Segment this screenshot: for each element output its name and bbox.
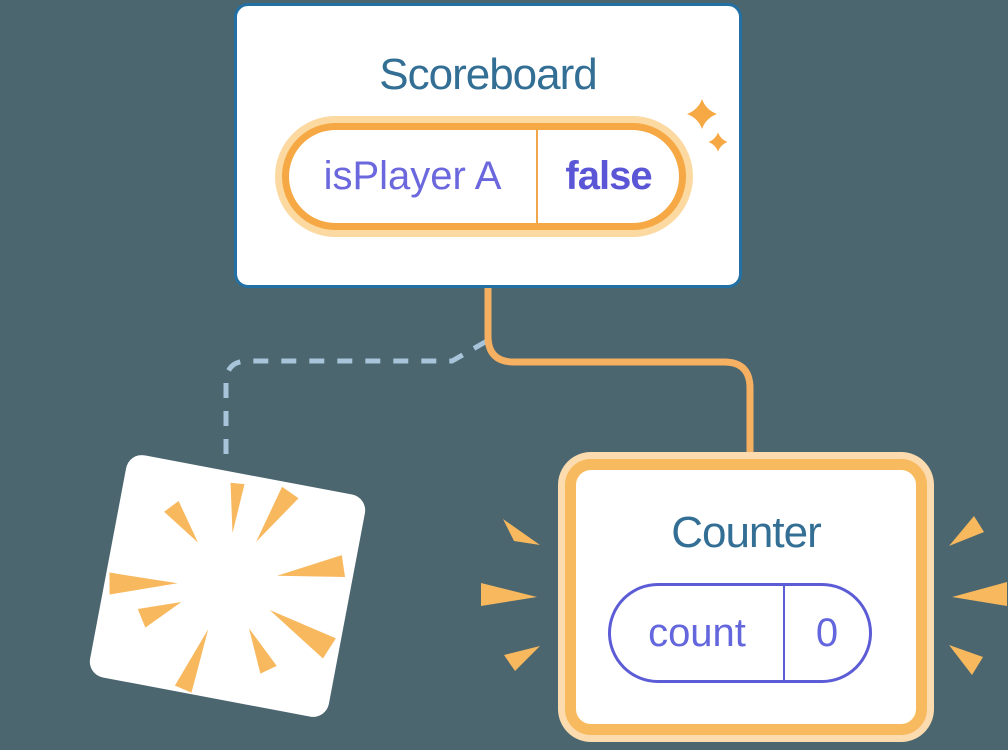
emphasis-ray — [952, 582, 1007, 606]
destroyed-component-card — [87, 452, 368, 720]
burst-ray — [248, 628, 277, 674]
counter-state-key-label: count — [648, 610, 746, 655]
emphasis-ray — [503, 519, 540, 545]
burst-ray — [230, 482, 245, 534]
counter-title: Counter — [671, 508, 822, 557]
scoreboard-title: Scoreboard — [379, 50, 597, 99]
counter-state-value-label: 0 — [815, 610, 839, 655]
counter-pill-divider — [783, 586, 785, 680]
emphasis-ray — [949, 516, 984, 546]
burst-ray — [174, 629, 209, 693]
poof-burst-icon — [109, 482, 346, 693]
connector-solid-line — [484, 284, 754, 458]
counter-state-pill: count 0 — [608, 583, 872, 683]
pill-divider — [536, 130, 538, 223]
burst-ray — [277, 555, 346, 577]
burst-ray — [137, 602, 182, 628]
emphasis-ray — [481, 583, 537, 606]
emphasis-ray — [504, 646, 540, 671]
emphasis-rays-left-icon — [481, 519, 540, 671]
state-key-label: isPlayer A — [323, 154, 502, 198]
burst-ray — [269, 610, 336, 659]
emphasis-ray — [949, 645, 983, 675]
state-value-label: false — [565, 154, 652, 198]
burst-ray — [256, 486, 299, 542]
connector-dashed-line — [223, 338, 489, 464]
burst-ray — [109, 572, 178, 595]
emphasis-rays-right-icon — [949, 516, 1007, 675]
scoreboard-state-pill: isPlayer A false — [282, 123, 686, 230]
burst-ray — [164, 501, 199, 543]
